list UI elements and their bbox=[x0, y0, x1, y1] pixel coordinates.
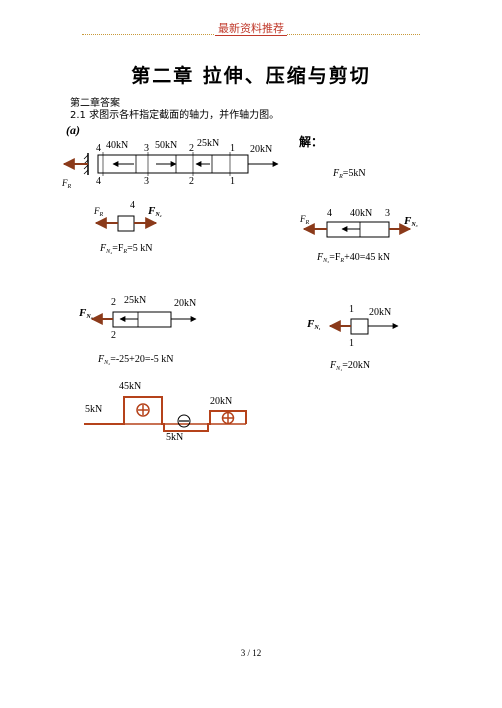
fbd1-block bbox=[350, 318, 369, 335]
header-text: 最新资料推荐 bbox=[215, 22, 287, 36]
section-label-2-bottom: 2 bbox=[189, 176, 194, 187]
fbd4-fr-label: FR bbox=[93, 206, 104, 218]
fbd1-force-label: 20kN bbox=[369, 307, 391, 318]
problem-statement: 2.1 求图示各杆指定截面的轴力，并作轴力图。 bbox=[70, 110, 280, 121]
section-cuts bbox=[102, 152, 231, 176]
axial-value-45: 45kN bbox=[119, 381, 141, 392]
minus-sign-icon bbox=[177, 414, 191, 428]
fbd4-fn-label: FN₄ bbox=[147, 205, 162, 218]
fbd3-equation: FN₃=FR+40=45 kN bbox=[316, 252, 390, 264]
fbd4-section-label: 4 bbox=[130, 200, 135, 211]
part-label: (a) bbox=[66, 123, 80, 137]
chapter-answer-label: 第二章答案 bbox=[70, 98, 120, 109]
force-label-20: 20kN bbox=[250, 144, 272, 155]
page-header: 最新资料推荐 bbox=[82, 21, 420, 39]
fbd2-force-label-right: 20kN bbox=[174, 298, 196, 309]
footer-total: 12 bbox=[252, 648, 262, 658]
chapter-title: 第二章 拉伸、压缩与剪切 bbox=[131, 65, 371, 87]
fbd3-fn-label: FN₃ bbox=[403, 215, 418, 228]
footer-page: 3 bbox=[240, 648, 246, 658]
axial-value-5-mid: 5kN bbox=[166, 432, 183, 443]
fbd1-equation: FN₁=20kN bbox=[329, 360, 370, 372]
plus-sign-icon bbox=[221, 411, 235, 425]
fbd-section-1: 1 1 20kN FN₁ FN₁=20kN bbox=[306, 304, 399, 372]
section-label-1-top: 1 bbox=[230, 143, 235, 154]
section-label-4-top: 4 bbox=[96, 143, 101, 154]
force-label-25: 25kN bbox=[197, 138, 219, 149]
solution-label: 解： bbox=[299, 134, 323, 149]
fbd2-force-label-left: 25kN bbox=[124, 295, 146, 306]
fbd2-section-label-top: 2 bbox=[111, 297, 116, 308]
plus-sign-icon bbox=[136, 403, 150, 417]
fbd-section-4: 4 FR FN₄ FN₄=FR=5 kN bbox=[93, 200, 162, 255]
fbd3-section-label-right: 3 bbox=[385, 208, 390, 219]
axial-force-diagram: 5kN 45kN 5kN 20kN bbox=[84, 381, 247, 443]
fbd3-fr-label: FR bbox=[299, 214, 310, 226]
fbd-section-2: 2 2 25kN 20kN FN₂ FN₂=-25+20=-5 kN bbox=[78, 295, 197, 366]
fbd2-section-label-bottom: 2 bbox=[111, 330, 116, 341]
section-label-1-bottom: 1 bbox=[230, 176, 235, 187]
fbd1-section-label-bottom: 1 bbox=[349, 338, 354, 349]
section-label-3-top: 3 bbox=[144, 143, 149, 154]
fbd2-equation: FN₂=-25+20=-5 kN bbox=[97, 354, 174, 366]
reaction-label: FR bbox=[61, 178, 72, 190]
fbd-section-3: 4 3 40kN FR FN₃ FN₃=FR+40=45 kN bbox=[299, 208, 418, 264]
fbd3-section-label-left: 4 bbox=[327, 208, 332, 219]
axial-force-outline bbox=[84, 396, 247, 432]
axial-value-20: 20kN bbox=[210, 396, 232, 407]
force-label-50: 50kN bbox=[155, 140, 177, 151]
main-bar-diagram: FR 4 3 2 1 4 3 2 1 40kN 50kN bbox=[61, 138, 279, 190]
footer-sep: / bbox=[247, 648, 250, 658]
fbd4-equation: FN₄=FR=5 kN bbox=[99, 243, 152, 255]
axial-value-5-left: 5kN bbox=[85, 404, 102, 415]
fbd3-force-label: 40kN bbox=[350, 208, 372, 219]
eq-fr: FR=5kN bbox=[332, 168, 366, 180]
fbd1-section-label-top: 1 bbox=[349, 304, 354, 315]
fbd4-block bbox=[117, 215, 135, 232]
fbd2-fn-label: FN₂ bbox=[78, 307, 93, 320]
force-label-40: 40kN bbox=[106, 140, 128, 151]
section-label-2-top: 2 bbox=[189, 143, 194, 154]
section-label-4-bottom: 4 bbox=[96, 176, 101, 187]
section-label-3-bottom: 3 bbox=[144, 176, 149, 187]
page-footer: 3 / 12 bbox=[0, 648, 502, 658]
fbd1-fn-label: FN₁ bbox=[306, 318, 321, 331]
